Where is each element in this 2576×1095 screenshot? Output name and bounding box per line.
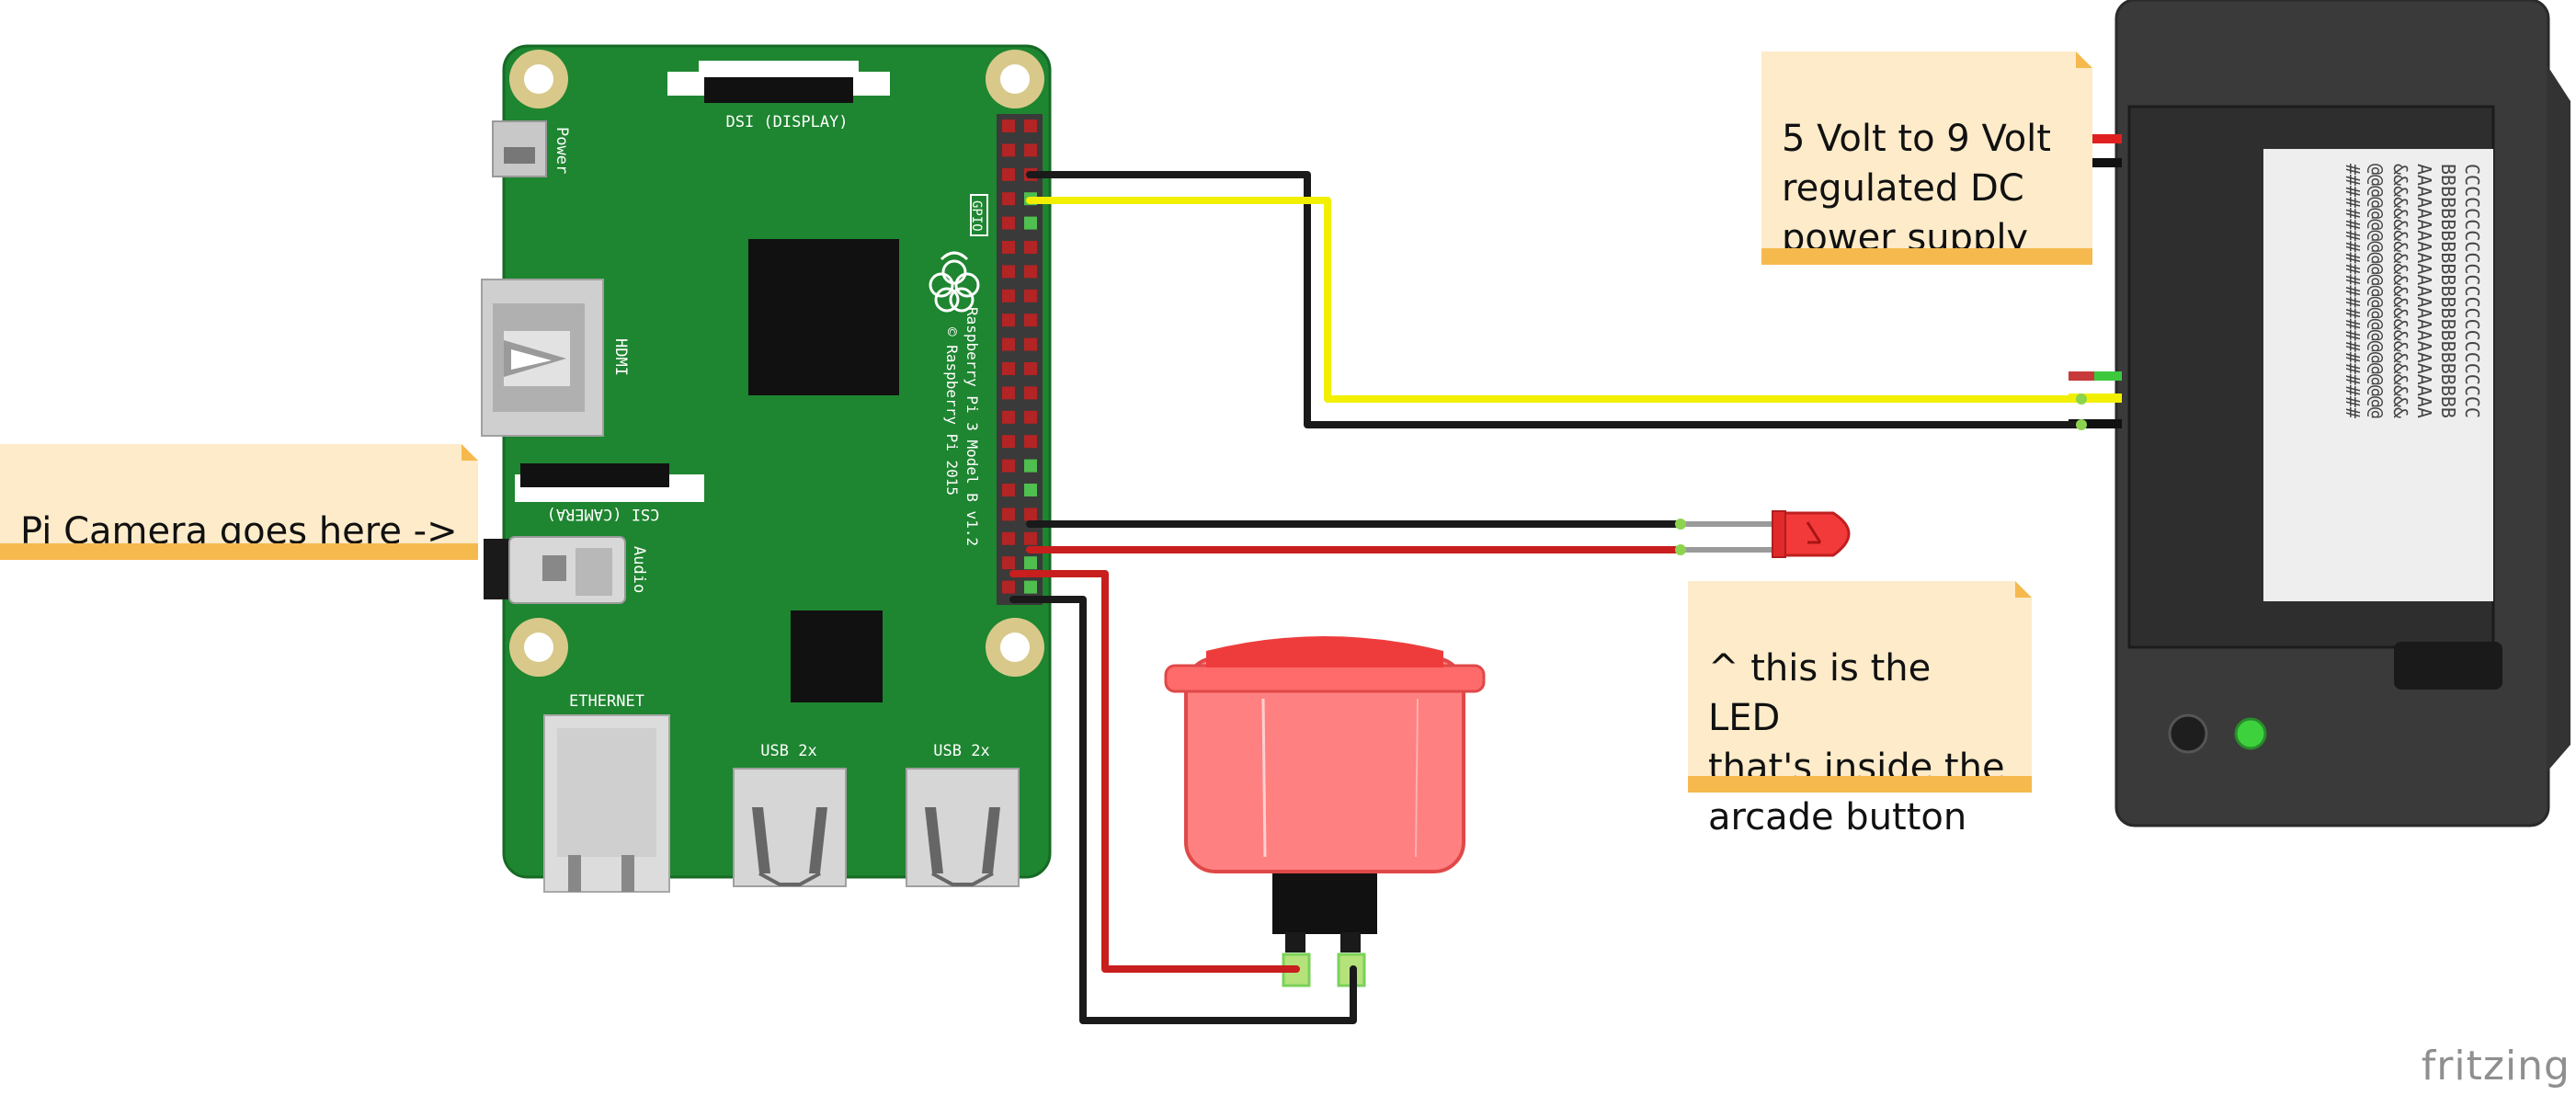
wires — [1009, 171, 2087, 1024]
usb-port-2 — [906, 768, 1020, 887]
note-fold-icon — [2076, 51, 2092, 68]
printer-text-line: @@@@@@@@@@@@@@@@@@@@@@@ — [2365, 164, 2388, 418]
gpio-pin — [1024, 484, 1037, 496]
gpio-pin — [1024, 508, 1037, 521]
gpio-pin — [1002, 531, 1015, 545]
printer-text-line: ####################### — [2342, 164, 2364, 418]
fritzing-logo: fritzing — [2421, 1043, 2570, 1089]
gpio-pin — [1024, 289, 1037, 302]
raspberry-pi-board: DSI (DISPLAY) Power HDMI CSI (CAMERA) — [481, 44, 1052, 893]
ethernet-port — [543, 714, 670, 893]
printer-paper-latch — [2394, 642, 2502, 690]
gpio-pin — [1002, 508, 1015, 521]
wire-button-signal — [1009, 570, 1300, 973]
gpio-pin — [1002, 580, 1015, 594]
csi-label: CSI (CAMERA) — [547, 505, 660, 523]
gpio-pin — [1024, 556, 1037, 570]
gpio-pin — [1002, 289, 1015, 302]
gpio-pin — [1002, 386, 1015, 400]
gpio-pin — [1024, 386, 1037, 400]
gpio-pin — [1024, 120, 1037, 132]
arcade-button — [1164, 636, 1486, 987]
gpio-pin — [1002, 216, 1015, 230]
thermal-printer: #######################@@@@@@@@@@@@@@@@@… — [2069, 0, 2570, 827]
csi-connector — [515, 463, 704, 502]
dsi-label: DSI (DISPLAY) — [725, 113, 848, 131]
gpio-header — [997, 114, 1043, 605]
gpio-pin — [1024, 362, 1037, 375]
note-fold-icon — [2015, 581, 2032, 598]
gpio-pin — [1024, 265, 1037, 279]
raspberry-logo-icon — [929, 251, 980, 313]
led — [1681, 510, 1851, 558]
gpio-pin — [1024, 314, 1037, 327]
audio-label: Audio — [630, 546, 648, 593]
gpio-pin — [1002, 167, 1015, 181]
gpio-pin — [1024, 531, 1037, 545]
gpio-pin — [1002, 265, 1015, 279]
gpio-pin — [1024, 435, 1037, 449]
gpio-pin — [1002, 337, 1015, 351]
note-led-text: ^ this is the LED that's inside the arca… — [1708, 647, 2005, 838]
power-label: Power — [553, 127, 571, 174]
gpio-pin — [1024, 216, 1037, 230]
gpio-pin — [1002, 241, 1015, 254]
model-label: Raspberry Pi 3 Model B v1.2 — [963, 307, 981, 546]
note-led: ^ this is the LED that's inside the arca… — [1688, 581, 2032, 838]
gpio-pin — [1002, 314, 1015, 327]
gpio-pin — [1024, 143, 1037, 157]
hdmi-label: HDMI — [611, 338, 630, 376]
gpio-pin — [1002, 120, 1015, 132]
gpio-pin — [1024, 459, 1037, 473]
gpio-pin — [1002, 484, 1015, 496]
soc-chip — [748, 239, 899, 395]
printer-text-line: AAAAAAAAAAAAAAAAAAAAAAA — [2413, 164, 2435, 418]
gpio-pin — [1002, 362, 1015, 375]
usb-label-2: USB 2x — [933, 742, 989, 760]
gpio-pin — [1024, 580, 1037, 594]
note-power-supply: 5 Volt to 9 Volt regulated DC power supp… — [1761, 51, 2092, 265]
wire-printer-data — [1026, 197, 2083, 403]
printer-text-line: CCCCCCCCCCCCCCCCCCCCCCC — [2461, 164, 2483, 418]
gpio-pin — [1002, 435, 1015, 449]
printer-text-line: BBBBBBBBBBBBBBBBBBBBBBB — [2437, 164, 2459, 418]
note-power-text: 5 Volt to 9 Volt regulated DC power supp… — [1782, 118, 2051, 259]
audio-jack — [484, 536, 626, 604]
wire-button-ground — [1009, 596, 1357, 1024]
gpio-pin — [1024, 337, 1037, 351]
gpio-pin — [1002, 410, 1015, 424]
gpio-pin — [1002, 459, 1015, 473]
usb-port-1 — [733, 768, 847, 887]
power-port — [492, 120, 547, 177]
gpio-pin — [1024, 410, 1037, 424]
note-fold-icon — [462, 444, 478, 461]
printer-button — [2168, 713, 2208, 754]
note-camera: Pi Camera goes here -> — [0, 444, 478, 560]
copyright-label: © Raspberry Pi 2015 — [943, 327, 961, 496]
hdmi-port — [481, 279, 604, 437]
ethernet-label: ETHERNET — [569, 692, 644, 711]
dsi-connector — [667, 61, 890, 103]
gpio-pin — [1024, 241, 1037, 254]
gpio-pin — [1002, 143, 1015, 157]
gpio-pin — [1002, 192, 1015, 206]
gpio-label: GPIO — [969, 200, 984, 232]
printer-paper — [2263, 149, 2493, 601]
usb-lan-chip — [791, 610, 883, 702]
mounting-holes — [509, 50, 1044, 677]
usb-label-1: USB 2x — [760, 742, 816, 760]
gpio-pin — [1002, 556, 1015, 570]
printer-paper-text: #######################@@@@@@@@@@@@@@@@@… — [2342, 164, 2483, 418]
wire-printer-ground — [1026, 171, 2083, 428]
printer-status-light — [2234, 717, 2267, 750]
printer-text-line: &&&&&&&&&&&&&&&&&&&&&&& — [2389, 164, 2411, 418]
note-camera-text: Pi Camera goes here -> — [20, 510, 458, 553]
